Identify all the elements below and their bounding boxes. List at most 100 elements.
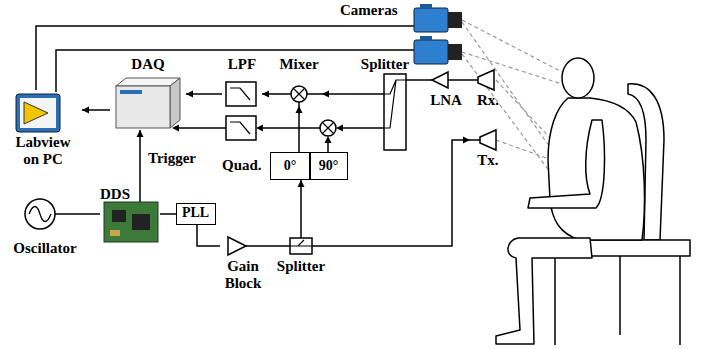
block-label: Rx. <box>470 92 506 109</box>
connector-line <box>36 26 340 90</box>
chair-leg <box>555 256 680 345</box>
connector-line <box>197 225 220 246</box>
software-block: Labview on PC <box>4 90 82 178</box>
sine-wave <box>29 207 51 222</box>
antenna-block: Tx. <box>470 128 506 170</box>
block-label: Splitter <box>356 56 414 73</box>
block-label: Gain Block <box>220 258 266 292</box>
lpf-box <box>226 82 256 106</box>
arrow-head <box>336 125 343 132</box>
person-leg <box>496 238 592 344</box>
connector <box>322 91 356 98</box>
lpf-box <box>226 116 256 140</box>
block-label: Tx. <box>470 152 506 169</box>
connector <box>262 91 276 98</box>
camera-lens <box>448 44 462 60</box>
wire <box>356 80 480 140</box>
connector <box>298 180 305 234</box>
connector <box>86 214 100 215</box>
connector-pin <box>110 230 120 236</box>
connector <box>296 106 303 152</box>
daq-device <box>170 78 180 128</box>
connector-line <box>139 130 141 186</box>
wire <box>258 127 320 129</box>
beam-line <box>496 140 552 160</box>
daq-stripe <box>120 90 142 94</box>
divider-line <box>309 153 311 179</box>
connector-line <box>266 245 270 247</box>
connector <box>36 26 340 90</box>
edge-label: Trigger <box>146 150 198 167</box>
gain-symbol <box>228 237 246 255</box>
block-label: LPF <box>222 56 262 73</box>
block-label: Cameras <box>340 2 397 19</box>
block-label: PLL <box>177 205 214 221</box>
connector <box>160 214 176 215</box>
labview-icon <box>16 94 60 132</box>
dds-block: DDS <box>100 186 160 244</box>
block-label: DDS <box>100 186 130 203</box>
lpf-symbol <box>230 122 250 134</box>
splitter-box <box>290 238 312 254</box>
arrow-head <box>82 107 89 114</box>
oscillator-symbol <box>25 199 55 229</box>
block-label: Quad. <box>222 157 262 174</box>
splitter-symbol <box>384 80 406 128</box>
connector <box>414 80 428 81</box>
connector-line <box>300 180 302 234</box>
mixer-block: Mixer <box>276 56 322 106</box>
connector <box>197 225 220 246</box>
mixer-symbol <box>320 120 336 136</box>
person-arm <box>528 120 604 208</box>
person-head <box>562 58 594 98</box>
connector-line <box>86 213 100 215</box>
phase-label: 0° <box>271 158 309 174</box>
wire <box>338 127 384 129</box>
camera-body <box>414 8 448 32</box>
camera-top <box>420 4 432 9</box>
dds-board <box>104 202 158 242</box>
block-label: LNA <box>428 92 464 109</box>
connector <box>464 80 470 81</box>
block-label: Mixer <box>276 56 322 73</box>
wire <box>174 127 226 129</box>
view-line <box>462 22 552 150</box>
antenna-block: Rx. <box>470 70 506 110</box>
splitter-block: Splitter <box>356 56 414 156</box>
camera-top <box>420 36 432 41</box>
beam-line <box>496 80 552 140</box>
arrow-head <box>256 125 263 132</box>
daq-block: DAQ <box>110 56 186 130</box>
horn-antenna <box>480 130 496 150</box>
amplifier-block: LNA <box>428 70 464 110</box>
labview-icon-face <box>20 98 56 128</box>
filter-block: LPF <box>222 56 262 110</box>
block-label: Oscillator <box>4 240 86 257</box>
splitter-box <box>384 74 406 150</box>
connector-line <box>464 79 470 81</box>
arrow-head <box>325 136 332 143</box>
wire <box>55 213 86 215</box>
labview-arrow <box>24 102 48 124</box>
connector-line <box>414 79 428 81</box>
mixer-cross <box>294 89 305 100</box>
mixer-cross <box>323 123 334 134</box>
mixer-symbol <box>291 86 307 102</box>
splitter-block: Splitter <box>270 234 332 278</box>
wire <box>340 25 414 27</box>
view-line <box>462 52 562 84</box>
wire <box>246 234 332 246</box>
connector-line <box>332 140 470 246</box>
chip <box>112 210 126 222</box>
arrow-head <box>137 130 144 137</box>
daq-device <box>116 78 180 86</box>
wire <box>139 186 141 202</box>
arrow-head <box>296 106 303 113</box>
block-label: Labview on PC <box>6 134 80 168</box>
connector <box>186 91 222 98</box>
lna-symbol <box>432 72 448 88</box>
connector <box>137 130 144 186</box>
chip <box>132 214 150 230</box>
